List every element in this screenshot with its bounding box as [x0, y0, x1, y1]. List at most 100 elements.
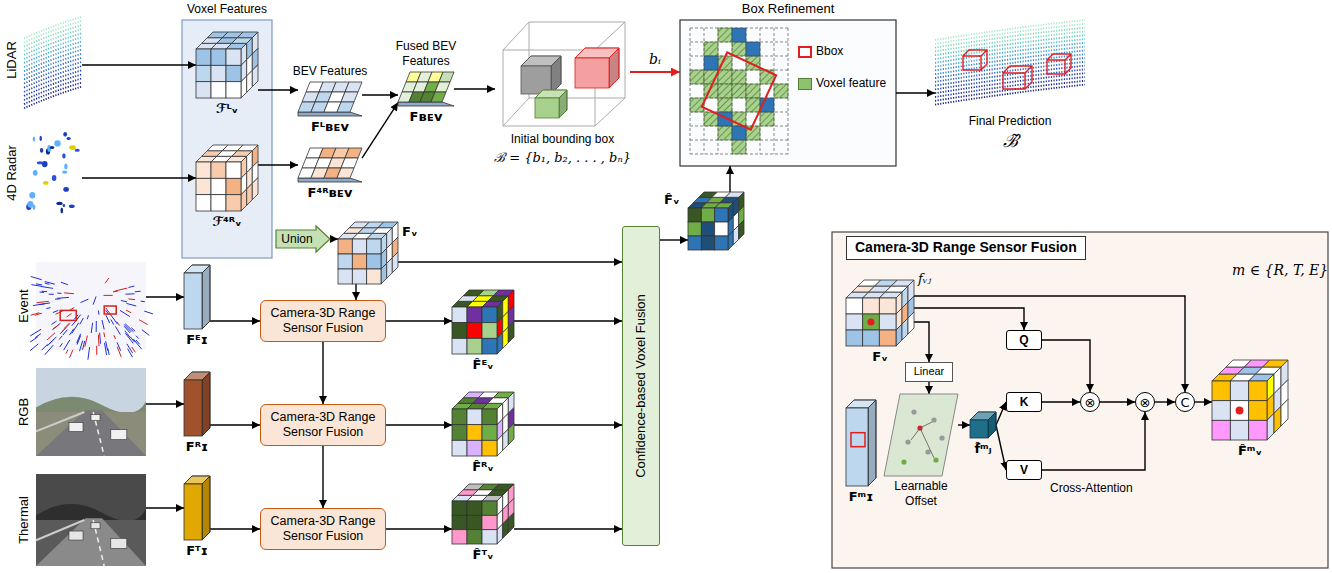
- union-arrow: Union: [276, 226, 330, 252]
- connector-arrow: [1155, 401, 1175, 402]
- rect-shape: [482, 323, 497, 339]
- polygon-shape: [908, 312, 914, 334]
- polygon-shape: [482, 301, 503, 307]
- polygon-shape: [439, 72, 454, 82]
- polygon-shape: [435, 82, 450, 92]
- polygon-shape: [508, 423, 514, 444]
- polygon-shape: [497, 435, 503, 456]
- connector-arrow: [386, 528, 452, 529]
- line-shape: [732, 28, 733, 154]
- path-shape: [24, 87, 82, 109]
- polygon-shape: [202, 265, 210, 329]
- line-shape: [36, 412, 84, 431]
- rect-shape: [732, 42, 746, 56]
- line-shape: [53, 310, 58, 312]
- voxel-grid: [688, 192, 744, 250]
- polygon-shape: [609, 48, 619, 88]
- rect-shape: [482, 501, 497, 515]
- node-label: RGB: [16, 398, 32, 426]
- line-shape: [96, 321, 97, 332]
- node-label: ℬ = {b₁, b₂, . . . , bₙ}: [494, 150, 631, 166]
- circle-shape: [939, 435, 944, 440]
- voxel-grid: [196, 145, 258, 211]
- ellipse-shape: [33, 137, 35, 142]
- line-shape: [42, 291, 48, 293]
- refine-illustration: [680, 20, 896, 166]
- line-shape: [67, 314, 72, 318]
- rect-shape: [24, 6, 82, 114]
- rect-shape: [211, 65, 226, 81]
- rect-shape: [846, 408, 868, 486]
- line-shape: [690, 56, 788, 57]
- rect-shape: [851, 433, 865, 447]
- polygon-shape: [247, 183, 253, 205]
- node-label: f̂ᵐⱼ: [974, 441, 991, 457]
- ellipse-shape: [63, 187, 69, 192]
- radar-image: 4D Radar: [24, 122, 82, 224]
- node-label: Initial bounding box: [511, 132, 614, 147]
- rect-shape: [226, 162, 241, 178]
- rect-shape: [226, 195, 241, 211]
- line-shape: [87, 315, 89, 319]
- line-shape: [125, 333, 133, 343]
- connector-arrow: [914, 308, 1024, 330]
- line-shape: [61, 282, 68, 285]
- node-label: Fᴱɪ: [186, 332, 208, 348]
- rect-shape: [69, 531, 83, 540]
- line-shape: [83, 341, 85, 350]
- line-shape: [99, 333, 101, 344]
- voxel-cube: Fᵥ: [338, 222, 398, 284]
- multiply-circle: ⊗: [1080, 392, 1100, 412]
- node-label: Fᴸʙᴇᴠ: [311, 119, 349, 135]
- node-label: Linear: [906, 363, 952, 381]
- connector-arrow: [996, 425, 1006, 470]
- polygon-shape: [609, 48, 619, 88]
- polygon-shape: [431, 92, 446, 102]
- path-shape: [503, 22, 625, 126]
- line-shape: [45, 283, 50, 284]
- rect-shape: [732, 84, 746, 98]
- connector-arrow: [355, 284, 356, 300]
- bev-grid: [298, 148, 362, 182]
- polygon-shape: [341, 158, 358, 168]
- rect-shape: [732, 70, 746, 84]
- node-label: F̂ᴿᵥ: [472, 459, 494, 475]
- rect-shape: [467, 307, 482, 323]
- ellipse-shape: [69, 205, 75, 209]
- detail-panel: Camera-3D Range Sensor Fusionm ∈ {R, T, …: [832, 232, 1328, 568]
- line-shape: [36, 520, 84, 540]
- polygon-shape: [1281, 399, 1288, 426]
- voxel-cube: F̂ᴱᵥ: [452, 290, 514, 354]
- node-label: Voxel Features: [187, 2, 267, 17]
- line-shape: [57, 293, 61, 294]
- node-label: Confidence-based Voxel Fusion: [633, 294, 649, 478]
- connector-arrow: [146, 403, 184, 404]
- voxel-grid: [452, 392, 514, 456]
- polygon-shape: [715, 203, 734, 208]
- offset-illustration: [884, 394, 958, 476]
- line-shape: [93, 296, 96, 304]
- connector-arrow: [82, 177, 196, 178]
- polygon-shape: [276, 226, 330, 252]
- rect-shape: [732, 126, 746, 140]
- prediction-scan: [935, 10, 1085, 110]
- rect-shape: [196, 195, 211, 211]
- polygon-shape: [392, 252, 398, 273]
- polygon-shape: [896, 324, 902, 346]
- rect-shape: [226, 65, 241, 81]
- rect-shape: [746, 84, 760, 98]
- rect-shape: [352, 239, 366, 254]
- polygon-shape: [202, 372, 210, 436]
- line-shape: [117, 342, 121, 351]
- node-label: Union: [276, 226, 330, 252]
- feature-map: Fᵀɪ: [184, 476, 210, 540]
- feature-cube: f̂ᵐⱼ: [970, 412, 996, 438]
- voxel-cube: Fᵥ: [846, 280, 914, 346]
- legend-text: Bbox: [816, 44, 843, 59]
- rgb-frame: [36, 368, 146, 456]
- rect-shape: [452, 530, 467, 544]
- rect-shape: [482, 425, 497, 441]
- polygon-shape: [503, 429, 509, 450]
- rect-shape: [352, 254, 366, 269]
- annotation-label: Cross-Attention: [1050, 481, 1133, 496]
